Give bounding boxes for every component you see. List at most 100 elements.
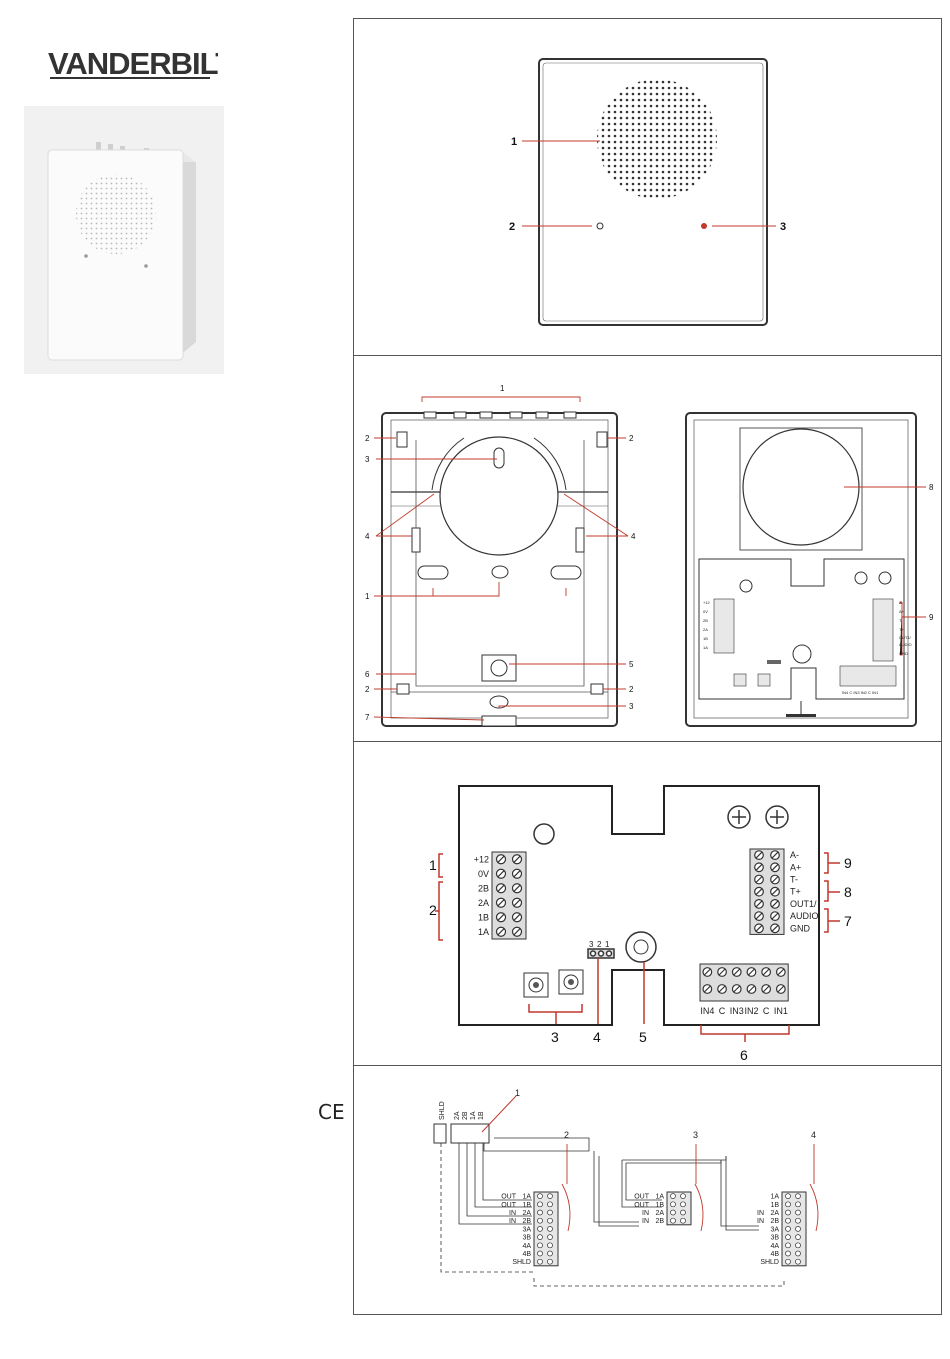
device-io-label: OUT (501, 1194, 517, 1201)
bv-callout-2a: 2 (365, 434, 370, 443)
wiring-callout: 3 (693, 1130, 698, 1140)
front-view-diagram: 1 2 3 (509, 58, 786, 326)
bottom-terminal-label: IN2 (744, 1006, 758, 1016)
bv-callout-9: 9 (929, 613, 934, 622)
device-terminal-label: 3A (522, 1226, 531, 1233)
bottom-terminal-label: IN4 (700, 1006, 714, 1016)
svg-text:1A: 1A (703, 645, 708, 650)
svg-text:2B: 2B (703, 618, 708, 623)
bv-callout-1: 1 (500, 384, 505, 393)
bv-callout-2b: 2 (629, 434, 634, 443)
callout-2: 2 (509, 221, 515, 233)
tb-callout-5: 5 (639, 1029, 647, 1045)
device-terminal-label: 1B (522, 1202, 531, 1209)
device-terminal-label: 2A (522, 1210, 531, 1217)
jumper-pin-1: 1 (605, 940, 610, 949)
device-io-label: IN (509, 1218, 516, 1225)
tb-callout-6: 6 (740, 1047, 748, 1063)
device-io-label: IN (757, 1210, 764, 1217)
src-shld: SHLD (439, 1101, 446, 1120)
left-terminal-label: 1B (478, 912, 489, 922)
bv-callout-6: 6 (365, 670, 370, 679)
svg-text:1B: 1B (703, 636, 708, 641)
right-terminal-label: T- (790, 875, 798, 885)
device-io-label: IN (757, 1218, 764, 1225)
device-io-label: OUT (501, 1202, 517, 1209)
left-terminal-label: 1A (478, 927, 489, 937)
bottom-terminal-label: C (763, 1006, 770, 1016)
source-terminal-block (433, 1123, 490, 1144)
right-terminal-label: A- (790, 850, 799, 860)
left-terminal-label: 0V (478, 869, 489, 879)
back-view-diagram: 1 2 2 3 4 4 1 5 6 2 2 3 7 (365, 384, 934, 727)
logo-text: VANDERBILT (48, 46, 218, 80)
bv-callout-3b: 3 (629, 702, 634, 711)
device-terminal-label: 1A (770, 1194, 779, 1201)
device-terminal-label: 2B (770, 1218, 779, 1225)
svg-text:AUDIO: AUDIO (899, 642, 912, 647)
device-terminal-label: 4B (770, 1251, 779, 1258)
jumper-pin-2: 2 (597, 940, 602, 949)
svg-text:0V: 0V (703, 609, 708, 614)
bv-callout-4b: 4 (631, 532, 636, 541)
back-view-panel: 1 2 2 3 4 4 1 5 6 2 2 3 7 (353, 355, 942, 741)
bv-callout-8: 8 (929, 483, 934, 492)
right-terminal-label: AUDIO (790, 911, 819, 921)
device-io-label: IN (642, 1218, 649, 1225)
bv-callout-3a: 3 (365, 455, 370, 464)
src-2b: 2B (462, 1111, 469, 1120)
device-terminal-label: 3B (770, 1235, 779, 1242)
device-terminal-label: 3B (522, 1235, 531, 1242)
bottom-terminal-label: IN1 (774, 1006, 788, 1016)
right-terminal-label: OUT1/ (790, 899, 817, 909)
tb-callout-7: 7 (844, 913, 852, 929)
tb-callout-8: 8 (844, 884, 852, 900)
front-view-panel: 1 2 3 (353, 18, 942, 355)
device-io-label: OUT (634, 1202, 650, 1209)
wiring-callout: 2 (564, 1130, 569, 1140)
bv-callout-2d: 2 (629, 685, 634, 694)
tb-callout-4: 4 (593, 1029, 601, 1045)
src-1a: 1A (470, 1111, 477, 1120)
vanderbilt-logo: VANDERBILT (48, 44, 235, 81)
left-terminal-label: +12 (474, 854, 489, 864)
status-led (701, 223, 707, 229)
device-terminal-label: 4B (522, 1251, 531, 1258)
device-terminal-label: 2B (655, 1218, 664, 1225)
device-terminal-label: 4A (770, 1243, 779, 1250)
svg-text:T-: T- (899, 618, 903, 623)
left-terminal-block: +12 0V 2B 2A 1B 1A (474, 851, 527, 940)
bv-callout-5: 5 (629, 660, 634, 669)
device-terminal-label: 3A (770, 1226, 779, 1233)
device-terminal-label: SHLD (512, 1259, 531, 1266)
device-terminal-label: 2A (655, 1210, 664, 1217)
jumper-pin-3: 3 (589, 940, 594, 949)
left-terminal-label: 2A (478, 898, 489, 908)
src-1b: 1B (478, 1111, 485, 1120)
svg-text:+12: +12 (703, 600, 711, 605)
tb-callout-9: 9 (844, 855, 852, 871)
left-terminal-label: 2B (478, 883, 489, 893)
ce-mark: CE (318, 1100, 345, 1124)
device-terminal-label: 2A (770, 1210, 779, 1217)
microphone-hole (596, 222, 604, 230)
device-terminal-label: 1B (770, 1202, 779, 1209)
device-terminal-label: 1A (522, 1194, 531, 1201)
device-terminal-label: 4A (522, 1243, 531, 1250)
right-terminal-label: GND (790, 923, 811, 933)
bv-callout-2c: 2 (365, 685, 370, 694)
wiring-callout: 4 (811, 1130, 816, 1140)
device-io-label: IN (509, 1210, 516, 1217)
device-terminal-label: 1B (655, 1202, 664, 1209)
tb-callout-1: 1 (429, 857, 437, 873)
svg-text:2A: 2A (703, 627, 708, 632)
